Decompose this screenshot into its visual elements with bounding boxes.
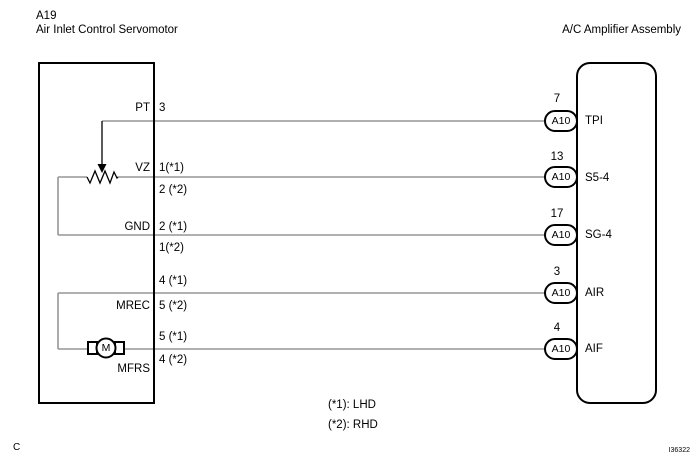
pin-gnd-lhd: 2 (*1) — [159, 221, 187, 233]
signal-label-air: AIR — [585, 287, 604, 299]
right-component-title: A/C Amplifier Assembly — [562, 24, 681, 36]
pin-oval-code-s54: A10 — [552, 171, 571, 183]
pin-pt-lhd: 3 — [159, 102, 165, 114]
connector-pin-ovals: A10 A10 A10 A10 A10 — [544, 110, 578, 360]
pin-number-air: 3 — [554, 266, 560, 278]
pin-number-s54: 13 — [551, 151, 564, 163]
pin-mfrs-rhd: 4 (*2) — [159, 354, 187, 366]
pin-number-sg4: 17 — [551, 208, 564, 220]
pin-oval-code-air: A10 — [552, 287, 571, 299]
note-rhd: (*2): RHD — [328, 419, 378, 431]
terminal-label-vz: VZ — [135, 162, 150, 174]
servomotor-terminal-labels: PT VZ GND MREC MFRS — [116, 102, 150, 375]
pin-mfrs-lhd: 5 (*1) — [159, 331, 187, 343]
pin-oval-code-aif: A10 — [552, 343, 571, 355]
pin-oval-code-tpi: A10 — [552, 115, 571, 127]
potentiometer-symbol — [86, 121, 119, 185]
signal-label-s54: S5-4 — [585, 172, 610, 184]
wiper-arrowhead-icon — [97, 164, 107, 173]
terminal-label-pt: PT — [135, 102, 150, 114]
terminal-label-mfrs: MFRS — [117, 363, 150, 375]
left-component-id: A19 — [36, 10, 56, 22]
pin-oval-aif — [544, 338, 578, 360]
footer-page-letter: C — [13, 442, 20, 453]
pin-gnd-rhd: 1(*2) — [159, 242, 184, 254]
pin-oval-code-sg4: A10 — [552, 229, 571, 241]
motor-letter: M — [102, 342, 111, 354]
pin-number-aif: 4 — [554, 322, 561, 334]
terminal-label-mrec: MREC — [116, 300, 150, 312]
connector-pin-numbers: 7 13 17 3 4 — [551, 93, 564, 334]
wires — [57, 120, 546, 350]
servomotor-box — [38, 62, 155, 404]
servomotor-pin-numbers: 3 1(*1) 2 (*2) 2 (*1) 1(*2) 4 (*1) 5 (*2… — [159, 102, 187, 366]
pin-number-tpi: 7 — [554, 93, 560, 105]
signal-label-sg4: SG-4 — [585, 229, 612, 241]
pin-oval-s54 — [544, 166, 578, 188]
pin-oval-tpi — [544, 110, 578, 132]
pin-mrec-rhd: 5 (*2) — [159, 300, 187, 312]
motor-circle — [95, 337, 117, 359]
signal-label-tpi: TPI — [585, 115, 603, 127]
figure-code: I36322 — [669, 447, 691, 454]
pin-mrec-lhd: 4 (*1) — [159, 275, 187, 287]
motor-symbol: M — [87, 337, 125, 359]
pin-vz-lhd: 1(*1) — [159, 162, 184, 174]
pin-oval-air — [544, 282, 578, 304]
signal-label-aif: AIF — [585, 343, 603, 355]
note-lhd: (*1): LHD — [328, 399, 376, 411]
resistor-zigzag — [86, 169, 119, 185]
terminal-label-gnd: GND — [124, 221, 150, 233]
pin-oval-sg4 — [544, 224, 578, 246]
left-component-title: Air Inlet Control Servomotor — [36, 24, 178, 36]
connector-signal-labels: TPI S5-4 SG-4 AIR AIF — [585, 115, 612, 355]
pin-vz-rhd: 2 (*2) — [159, 184, 187, 196]
